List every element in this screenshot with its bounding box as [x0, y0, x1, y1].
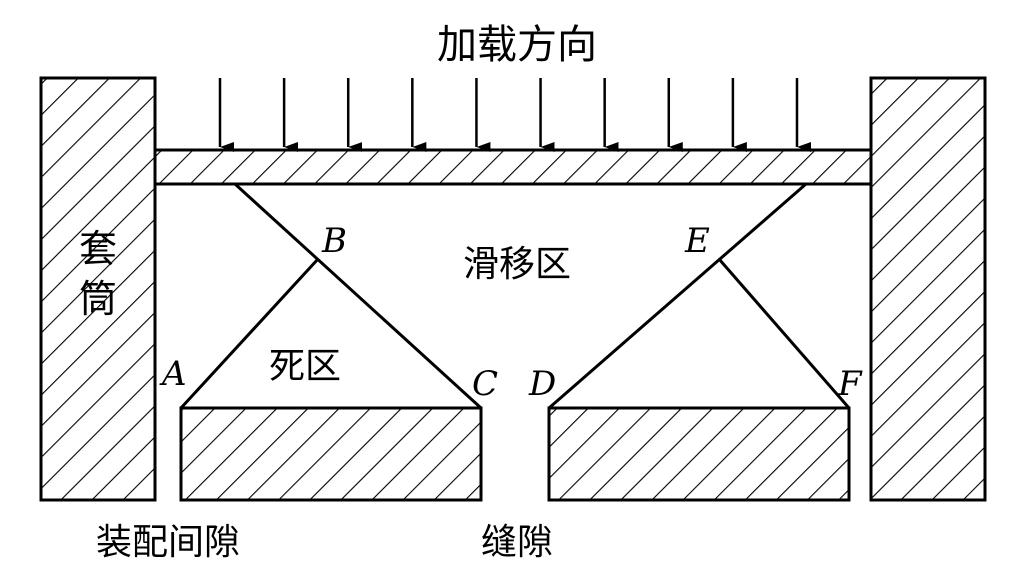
load-direction-label: 加载方向 [437, 22, 597, 68]
load-arrows [218, 78, 811, 152]
slip-zone-label: 滑移区 [463, 244, 571, 285]
left-sleeve-wall [39, 76, 157, 502]
point-A-label: A [159, 354, 187, 394]
point-F-label: F [837, 364, 863, 404]
top-plate [153, 148, 873, 186]
sleeve-label-char-1: 套 [79, 227, 117, 271]
right-sleeve-wall [869, 76, 987, 502]
assembly-gap-label: 装配间隙 [96, 522, 240, 563]
slip-line-E-to-F [717, 258, 851, 409]
seam-gap-label: 缝隙 [481, 522, 553, 563]
point-C-label: C [472, 364, 498, 404]
point-E-label: E [684, 221, 710, 261]
dead-zone-label: 死区 [269, 346, 341, 387]
point-B-label: B [321, 221, 347, 261]
slip-lines [179, 182, 851, 410]
right-bottom-block [547, 406, 851, 502]
point-D-label: D [528, 364, 556, 404]
slip-line-top-left-to-C [233, 182, 483, 410]
slip-line-top-right-to-D [548, 182, 807, 410]
left-bottom-block [179, 406, 483, 502]
sleeve-label-char-2: 筒 [79, 277, 117, 321]
slip-line-A-to-B [179, 257, 320, 410]
